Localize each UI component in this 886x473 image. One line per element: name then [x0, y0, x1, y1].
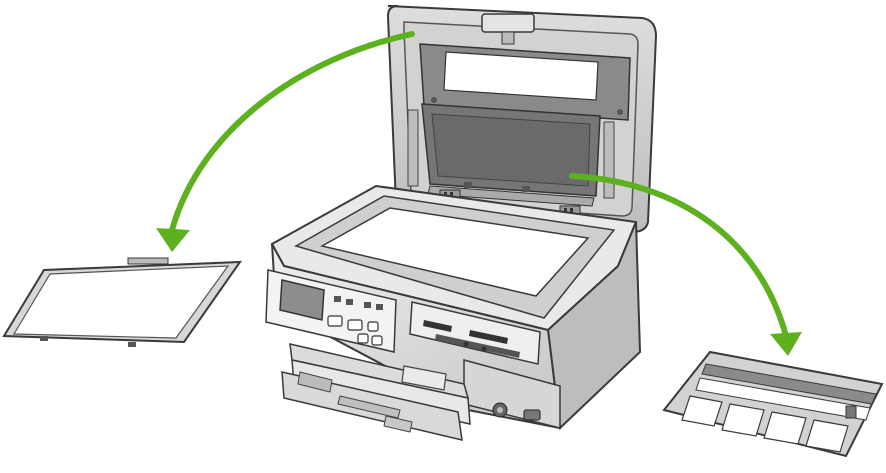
panel-button — [347, 319, 363, 331]
control-panel — [265, 269, 397, 353]
arrow-to-film-holder — [569, 173, 802, 356]
panel-button — [346, 299, 353, 305]
panel-button — [364, 302, 371, 308]
lid-backing — [2, 257, 242, 347]
panel-button — [357, 333, 369, 344]
scanner-glass — [319, 207, 590, 297]
panel-button — [367, 321, 379, 332]
display-screen — [279, 279, 325, 321]
film-holder — [662, 350, 884, 458]
arrow-to-lid-backing — [156, 31, 415, 252]
memory-card-slots — [409, 301, 541, 365]
panel-button — [376, 304, 383, 310]
panel-button — [334, 296, 341, 302]
panel-button — [371, 335, 383, 346]
scanner-lid — [386, 5, 658, 234]
photo-tray — [281, 365, 463, 441]
panel-button — [327, 315, 343, 327]
